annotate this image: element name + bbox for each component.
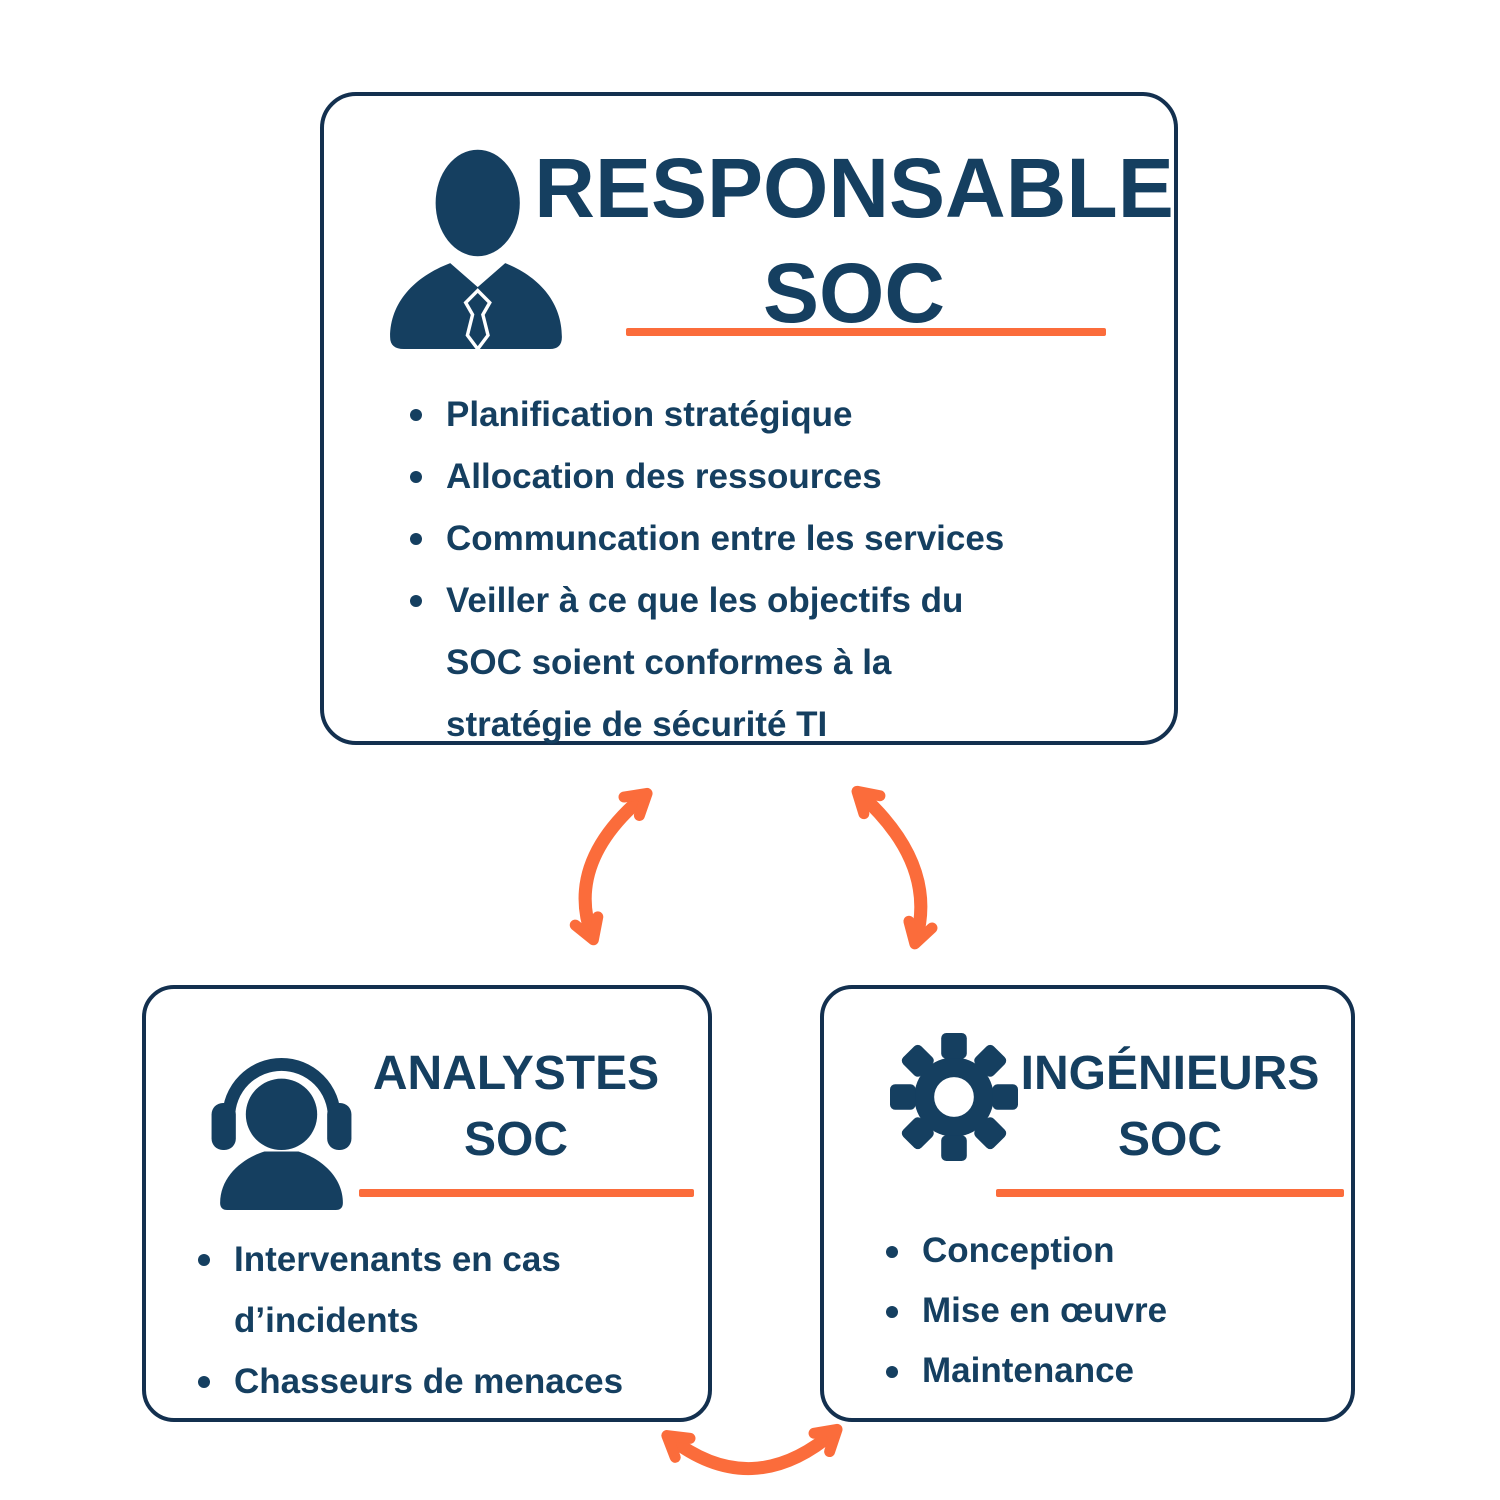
responsable-accent-underline [626, 328, 1106, 336]
arrow-analystes-ingenieurs [661, 1423, 843, 1475]
ingenieurs-bullet-list: Conception Mise en œuvre Maintenance [882, 1221, 1302, 1401]
responsable-bullet-list: Planification stratégique Allocation des… [406, 384, 1016, 756]
analystes-title: ANALYSTES SOC [346, 1041, 686, 1173]
list-item: Maintenance [882, 1341, 1302, 1401]
list-item: Planification stratégique [406, 384, 1016, 446]
list-item: Allocation des ressources [406, 446, 1016, 508]
arrow-responsable-ingenieurs [851, 785, 938, 950]
analystes-title-line2: SOC [463, 1113, 568, 1166]
headset-agent-icon [211, 1057, 352, 1210]
ingenieurs-accent-underline [996, 1189, 1344, 1197]
list-item: Communcation entre les services [406, 508, 1016, 570]
list-item: Intervenants en cas d’incidents [194, 1229, 649, 1351]
list-item: Conception [882, 1221, 1302, 1281]
analystes-accent-underline [359, 1189, 694, 1197]
analystes-title-line1: ANALYSTES [372, 1047, 660, 1100]
ingenieurs-title-line2: SOC [1117, 1113, 1222, 1166]
ingenieurs-title-line1: INGÉNIEURS [1020, 1047, 1320, 1100]
businessman-icon [390, 149, 562, 349]
arrow-responsable-analystes [569, 787, 653, 946]
list-item: Chasseurs de menaces [194, 1351, 649, 1412]
analystes-bullet-list: Intervenants en cas d’incidents Chasseur… [194, 1229, 649, 1412]
responsable-title: RESPONSABLE SOC [529, 136, 1179, 346]
responsable-title-line2: SOC [762, 246, 946, 340]
card-responsable-soc: RESPONSABLE SOC Planification stratégiqu… [320, 92, 1178, 745]
ingenieurs-title: INGÉNIEURS SOC [996, 1041, 1344, 1173]
card-analystes-soc: ANALYSTES SOC Intervenants en cas d’inci… [142, 985, 712, 1422]
card-ingenieurs-soc: INGÉNIEURS SOC Conception Mise en œuvre … [820, 985, 1355, 1422]
list-item: Mise en œuvre [882, 1281, 1302, 1341]
gear-icon [890, 1033, 1018, 1161]
responsable-title-line1: RESPONSABLE [534, 141, 1174, 235]
list-item: Veiller à ce que les objectifs du SOC so… [406, 570, 1016, 756]
